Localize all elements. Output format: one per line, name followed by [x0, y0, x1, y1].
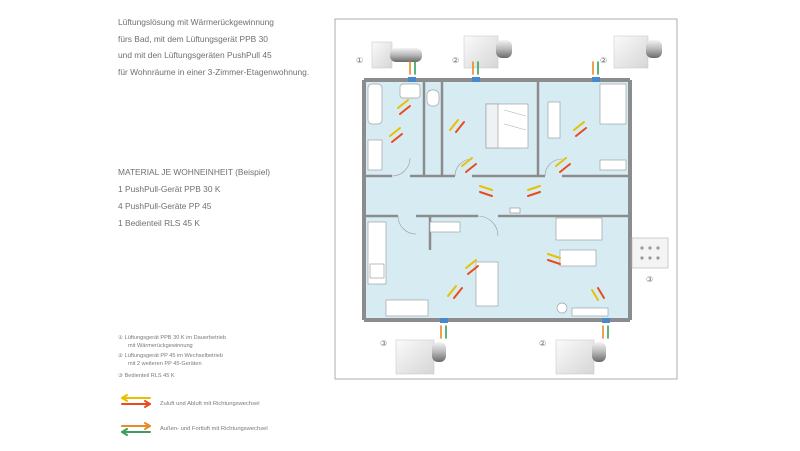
outdoor-arrow-pair [602, 325, 609, 339]
device-pp45-top-mid [463, 35, 512, 69]
airflow-arrow-pair [573, 121, 587, 137]
kitchen-island [429, 221, 461, 233]
device-ppb30 [371, 41, 422, 69]
intro-line: Lüftungslösung mit Wärmerückgewinnung [118, 17, 274, 27]
sideboard [571, 307, 609, 317]
legend-text: mit 2 weiteren PP 45-Geräten [128, 361, 202, 367]
legend-item-3: ③ Bedienteil RLS 45 K [118, 372, 175, 380]
bath-sink [399, 83, 421, 99]
airflow-arrow-pair [389, 127, 403, 143]
legend-text: Lüftungsgerät PP 45 im Wechselbetrieb [124, 353, 223, 359]
legend-marker: ② [118, 353, 124, 359]
outdoor-airflow-arrows [409, 61, 609, 339]
child-desk [599, 159, 627, 171]
room-fills [364, 80, 630, 320]
callout-top-mid: ② [452, 56, 460, 65]
dining-table [475, 261, 499, 307]
child-bed [599, 83, 627, 125]
legend-item-1: ① Lüftungsgerät PPB 30 K im Dauerbetrieb… [118, 334, 226, 350]
intro-line: und mit den Lüftungsgeräten PushPull 45 [118, 50, 272, 60]
legend-marker: ③ [118, 373, 124, 379]
plant [556, 302, 568, 314]
material-title: MATERIAL JE WOHNEINHEIT (Beispiel) [118, 167, 271, 177]
callout-bottom-left: ③ [380, 339, 388, 348]
airflow-arrow-pair [449, 119, 465, 133]
bath-cabinet [367, 139, 383, 171]
room-hall [364, 176, 630, 216]
control-panel-rls45 [631, 237, 669, 269]
device-pp45-bottom-right [555, 339, 606, 375]
device-pp45-bottom-left [395, 339, 446, 375]
material-item: 4 PushPull-Geräte PP 45 [118, 201, 212, 211]
outdoor-arrow-pair [592, 61, 599, 75]
airflow-arrow-pair [591, 287, 605, 301]
furniture [367, 83, 627, 317]
bathtub [367, 83, 383, 125]
coffee-table [559, 249, 597, 267]
callout-top-right: ② [600, 56, 608, 65]
airflow-arrow-pair [547, 253, 561, 265]
kitchen-stove [369, 263, 385, 279]
airflow-arrow-pair [555, 157, 571, 173]
legend-text: mit Wärmerückgewinnung [128, 343, 193, 349]
material-item: 1 Bedienteil RLS 45 K [118, 218, 200, 228]
hall-control-panel [509, 207, 521, 214]
bed-wardrobe [547, 101, 561, 139]
device-marker-kitchen [440, 318, 448, 323]
material-item: 1 PushPull-Gerät PPB 30 K [118, 184, 221, 194]
legend-arrow-outdoor-icon [121, 422, 151, 436]
legend-marker: ① [118, 335, 124, 341]
airflow-arrow-pair [461, 157, 477, 173]
outdoor-arrow-pair [440, 325, 447, 339]
legend-text: Lüftungsgerät PPB 30 K im Dauerbetrieb [124, 335, 226, 341]
wc-toilet [426, 89, 440, 107]
kitchen-cabinet [385, 299, 429, 317]
airflow-arrow-pair [397, 99, 411, 115]
wall-devices [408, 77, 610, 323]
arrow-legend-outdoor: Außen- und Fortluft mit Richtungswechsel [160, 426, 268, 432]
callout-top-left: ① [356, 56, 364, 65]
outdoor-arrow-pair [409, 61, 416, 75]
diagram-frame [334, 18, 678, 380]
legend-text: Bedienteil RLS 45 K [124, 373, 175, 379]
intro-line: fürs Bad, mit dem Lüftungsgerät PPB 30 [118, 33, 268, 44]
airflow-arrow-pair [479, 185, 493, 197]
callout-bottom-right: ② [539, 339, 547, 348]
intro-text: Lüftungslösung mit Wärmerückgewinnung fü… [118, 14, 309, 80]
airflow-arrow-pair [465, 259, 479, 275]
airflow-arrow-pair [527, 185, 541, 197]
legend-item-2: ② Lüftungsgerät PP 45 im Wechselbetrieb … [118, 352, 223, 368]
airflow-arrow-pair [447, 285, 463, 299]
callout-right-panel: ③ [646, 275, 654, 284]
arrow-legend-supply-exhaust: Zuluft und Abluft mit Richtungswechsel [160, 401, 260, 407]
legend-arrow-supply-exhaust-icon [121, 394, 151, 408]
device-marker-bed [472, 77, 480, 82]
door-swings [391, 157, 563, 237]
sofa [555, 217, 603, 241]
airflow-arrows [389, 99, 605, 301]
device-marker-child [592, 77, 600, 82]
bed-duvet-lines [503, 109, 527, 131]
bed-pillows [485, 103, 499, 149]
device-marker-living [602, 318, 610, 323]
intro-line: für Wohnräume in einer 3-Zimmer-Etagenwo… [118, 66, 310, 77]
device-marker-bath [408, 77, 416, 82]
device-pp45-top-right [613, 35, 662, 69]
outdoor-arrow-pair [472, 61, 479, 75]
